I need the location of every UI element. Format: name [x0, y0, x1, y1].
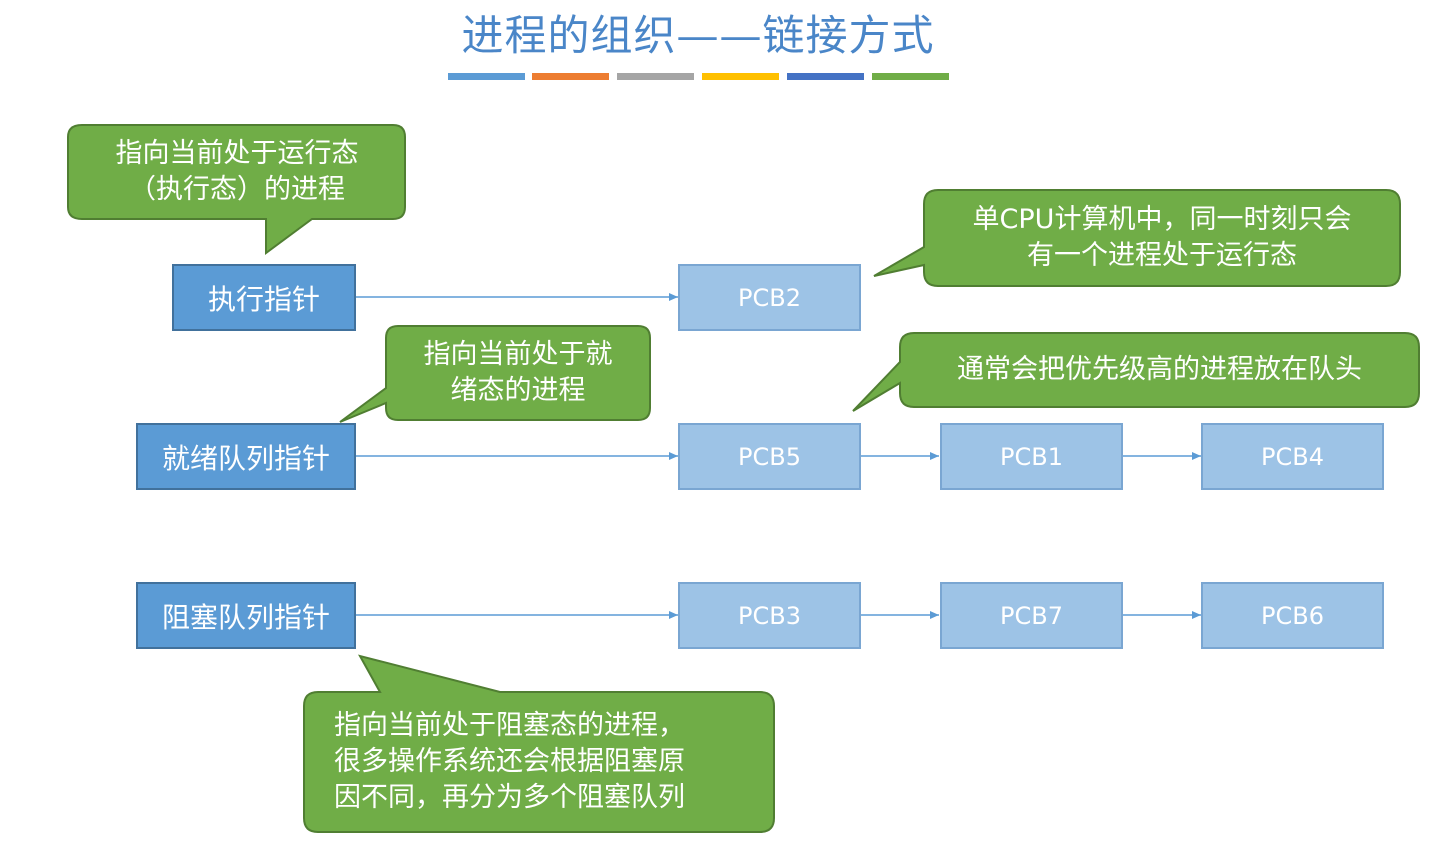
title-bar-1: [448, 73, 525, 80]
callout-priority-line-1: 通常会把优先级高的进程放在队头: [957, 354, 1362, 385]
title-bar-3: [617, 73, 694, 80]
pcb-running-0: PCB2: [678, 264, 861, 331]
pcb-blocked-0: PCB3: [678, 582, 861, 649]
page-title: 进程的组织——链接方式: [461, 11, 935, 60]
title-bar-4: [702, 73, 779, 80]
callout-ready-pointer-line-2: 绪态的进程: [450, 375, 586, 406]
callout-single-cpu: 单CPU计算机中，同一时刻只会 有一个进程处于运行态: [926, 192, 1398, 284]
pcb-ready-2: PCB4: [1201, 423, 1384, 490]
title-bar-6: [872, 73, 949, 80]
callout-ready-pointer-shape: [339, 325, 651, 423]
callout-ready-pointer: 指向当前处于就 绪态的进程: [388, 328, 648, 418]
title-bar-2: [532, 73, 609, 80]
callout-blocked-pointer-line-2: 很多操作系统还会根据阻塞原: [334, 746, 685, 777]
title-bar-5: [787, 73, 864, 80]
blocked-queue-pointer-box: 阻塞队列指针: [136, 582, 356, 649]
callout-priority-shape: [852, 332, 1420, 412]
pcb-blocked-2: PCB6: [1201, 582, 1384, 649]
pcb-ready-1: PCB1: [940, 423, 1123, 490]
running-pointer-box: 执行指针: [172, 264, 356, 331]
callout-blocked-pointer: 指向当前处于阻塞态的进程， 很多操作系统还会根据阻塞原 因不同，再分为多个阻塞队…: [334, 694, 770, 830]
callout-running-pointer-line-2: （执行态）的进程: [129, 174, 345, 205]
callout-ready-pointer-line-1: 指向当前处于就: [423, 339, 613, 370]
callout-blocked-pointer-line-1: 指向当前处于阻塞态的进程，: [334, 710, 685, 741]
callout-single-cpu-line-2: 有一个进程处于运行态: [1027, 240, 1297, 271]
callout-blocked-pointer-shape: [303, 654, 775, 833]
callout-running-pointer: 指向当前处于运行态 （执行态）的进程: [72, 127, 402, 217]
callout-priority: 通常会把优先级高的进程放在队头: [902, 335, 1417, 405]
callout-single-cpu-shape: [873, 189, 1401, 287]
callout-running-pointer-line-1: 指向当前处于运行态: [115, 138, 359, 169]
ready-queue-pointer-box: 就绪队列指针: [136, 423, 356, 490]
callout-running-pointer-shape: [67, 124, 406, 255]
callout-single-cpu-line-1: 单CPU计算机中，同一时刻只会: [972, 204, 1352, 235]
pcb-ready-0: PCB5: [678, 423, 861, 490]
pcb-blocked-1: PCB7: [940, 582, 1123, 649]
callout-blocked-pointer-line-3: 因不同，再分为多个阻塞队列: [334, 782, 685, 813]
